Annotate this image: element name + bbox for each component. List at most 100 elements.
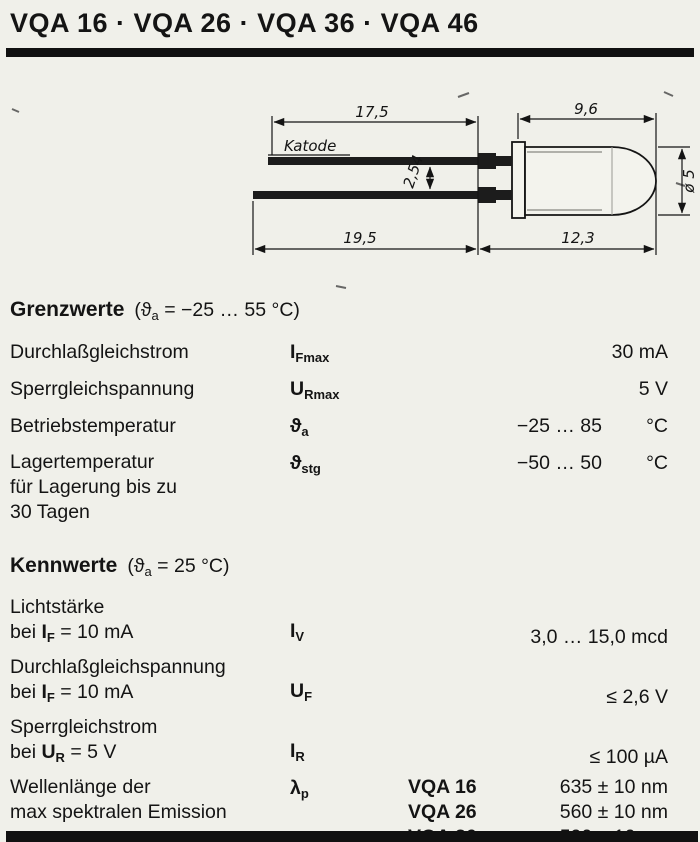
param-condition-line: bei UR = 5 V [10,740,290,770]
cond-sub: a [144,564,152,579]
cond-post: = 25 °C) [151,555,230,577]
symbol-main: λ [290,777,301,799]
katode-label: Katode [284,137,336,155]
page-title: VQA 16 · VQA 26 · VQA 36 · VQA 46 [10,8,479,38]
section-kennwerte: Kennwerte(ϑa = 25 °C) Lichtstärke bei IF… [0,553,700,842]
param-value: ≤ 2,6 V [606,686,668,708]
dim-19-5-label: 19,5 [343,229,376,247]
param-value: 30 mA [611,341,668,363]
param-symbol: ϑstg [290,450,408,482]
param-label-line1: Lichtstärke [10,596,105,618]
param-value: −50 … 50 [516,452,602,474]
variant-row-vqa26: VQA 26 560 ± 10 nm [408,800,668,825]
section-grenzwerte: Grenzwerte(ϑa = −25 … 55 °C) Durchlaßgle… [0,297,700,525]
symbol-sub: V [295,629,305,644]
cond-symbol-main: I [41,621,47,643]
param-label-line2: max spektralen Emission [10,801,227,823]
param-label: Lagertemperatur für Lagerung bis zu 30 T… [10,450,290,525]
cond-text: bei [10,681,42,703]
table-row-sperrgleichstrom: Sperrgleichstrom bei UR = 5 V IR ≤ 100 µ… [10,715,668,770]
param-label: Durchlaßgleichstrom [10,341,189,363]
param-label-line3: 30 Tagen [10,501,90,523]
param-label: Sperrgleichstrom bei UR = 5 V [10,715,290,770]
param-unit: °C [646,415,668,437]
param-label-line1: Wellenlänge der [10,776,151,798]
param-symbol: IR [290,738,408,770]
table-row-durchlassgleichstrom: Durchlaßgleichstrom IFmax 30 mA [10,339,668,371]
cond-text-post: = 10 mA [54,621,134,643]
param-label: Lichtstärke bei IF = 10 mA [10,595,290,650]
table-row-lagertemperatur: Lagertemperatur für Lagerung bis zu 30 T… [10,450,668,525]
dim-17-5 [271,116,479,255]
kennwerte-condition: (ϑa = 25 °C) [127,555,230,579]
cond-post: = −25 … 55 °C) [158,299,300,321]
symbol-sub: F [304,689,313,704]
kennwerte-heading: Kennwerte (ϑa = 25 °C) [10,553,668,585]
variant-value: 560 ± 10 nm [559,801,668,823]
param-label-line1: Sperrgleichstrom [10,716,158,738]
dim-12-3-label: 12,3 [561,229,594,247]
cond-text: bei [10,621,42,643]
cond-pre: (ϑ [127,555,145,577]
dim-9-6-label: 9,6 [574,100,598,118]
variant-row-vqa16: VQA 16 635 ± 10 nm [408,775,668,800]
param-symbol: IV [290,618,408,650]
cond-symbol-main: I [41,681,47,703]
symbol-main: U [290,378,305,400]
param-symbol: IFmax [290,339,408,371]
param-label: Sperrgleichspannung [10,378,195,400]
param-label: Durchlaßgleichspannung bei IF = 10 mA [10,655,290,710]
cond-sub: a [151,308,159,323]
param-condition-line: bei IF = 10 mA [10,620,290,650]
grenzwerte-heading: Grenzwerte(ϑa = −25 … 55 °C) [10,297,668,329]
led-dimension-drawing: Katode 17,5 9,6 2,54 [11,91,698,289]
variant-value: 635 ± 10 nm [559,776,668,798]
symbol-main: I [290,341,296,363]
param-symbol: UF [290,678,408,710]
table-row-betriebstemperatur: Betriebstemperatur ϑa −25 … 85 °C [10,413,668,445]
param-value: 5 V [638,378,668,400]
param-value: −25 … 85 [516,415,602,437]
cond-text-post: = 10 mA [54,681,134,703]
dim-diameter-label: ø 5 [680,169,698,194]
cond-text: bei [10,741,42,763]
symbol-sub: R [295,749,305,764]
cond-pre: (ϑ [134,299,152,321]
title-rule [6,48,694,57]
variant-name: VQA 26 [408,801,477,823]
bottom-rule [6,831,698,842]
param-unit: °C [646,452,668,474]
symbol-main: I [290,740,296,762]
kennwerte-title: Kennwerte [10,554,118,577]
symbol-sub: p [300,786,309,801]
dim-17-5-label: 17,5 [355,103,388,121]
cond-symbol-sub: F [46,630,55,645]
led-drawing-figure: Katode 17,5 9,6 2,54 [0,89,700,291]
param-label: Betriebstemperatur [10,415,176,437]
table-row-lichtstaerke: Lichtstärke bei IF = 10 mA IV 3,0 … 15,0… [10,595,668,650]
param-label-line1: Durchlaßgleichspannung [10,656,226,678]
dim-diameter [658,146,690,216]
cond-text-post: = 5 V [64,741,117,763]
param-value: 3,0 … 15,0 mcd [530,626,668,648]
symbol-main: ϑ [290,452,302,474]
param-condition-line: bei IF = 10 mA [10,680,290,710]
symbol-sub: Rmax [304,387,340,402]
dim-12-3 [479,185,657,255]
symbol-sub: Fmax [295,350,330,365]
led-body [511,141,657,219]
variant-name: VQA 16 [408,776,477,798]
param-symbol: URmax [290,376,408,408]
symbol-sub: stg [301,461,321,476]
param-label-line1: Lagertemperatur [10,451,155,473]
param-symbol: ϑa [290,413,408,445]
page-header: VQA 16 · VQA 26 · VQA 36 · VQA 46 [0,0,700,39]
table-row-sperrgleichspannung: Sperrgleichspannung URmax 5 V [10,376,668,408]
table-row-durchlassgleichspannung: Durchlaßgleichspannung bei IF = 10 mA UF… [10,655,668,710]
symbol-sub: a [301,424,309,439]
symbol-main: ϑ [290,415,302,437]
cond-symbol: IF [41,681,54,705]
grenzwerte-condition: (ϑa = −25 … 55 °C) [134,299,300,323]
cond-symbol: UR [41,741,64,765]
